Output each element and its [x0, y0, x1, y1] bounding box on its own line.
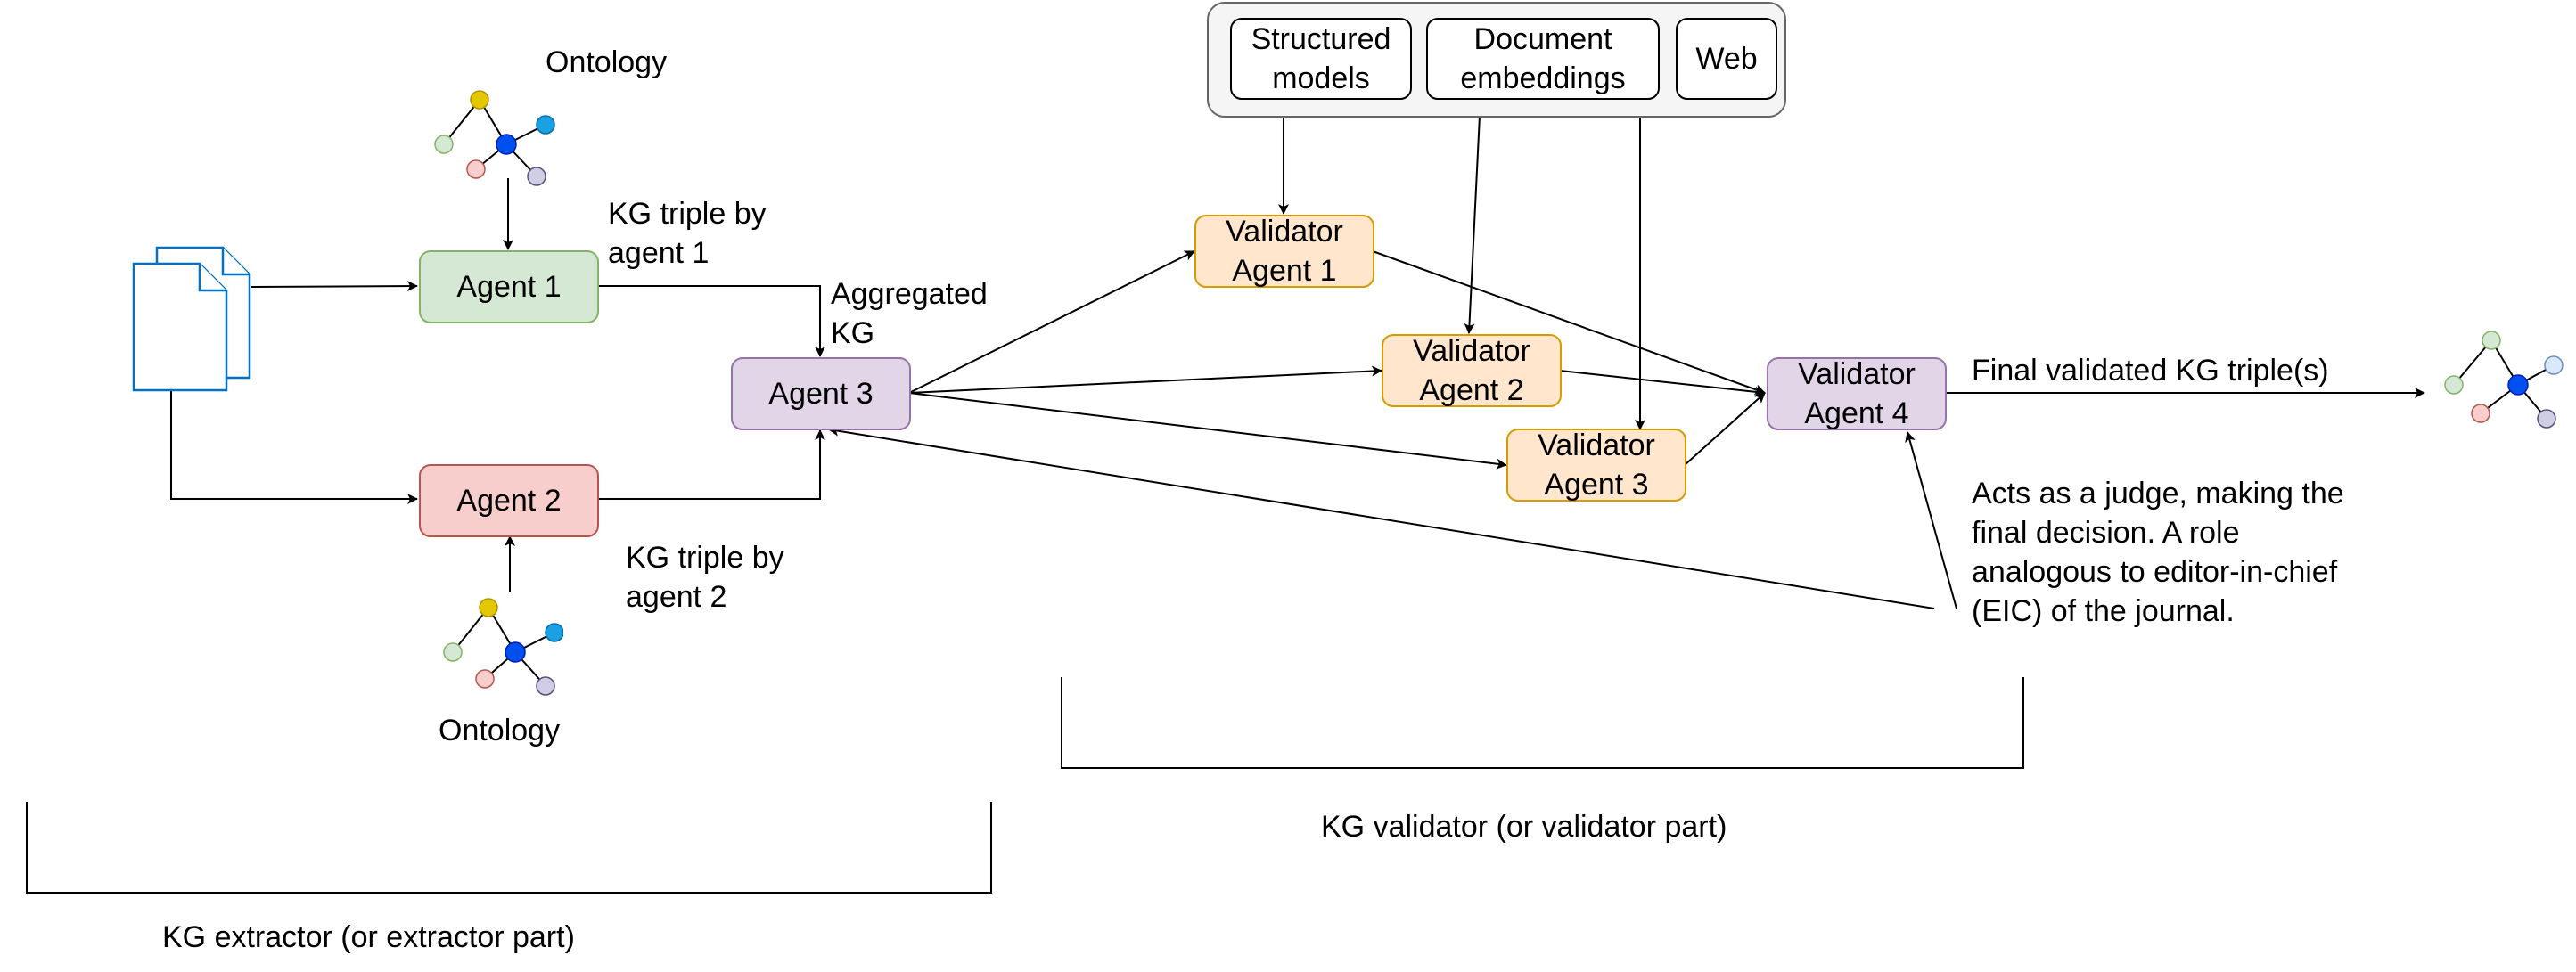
- document-stack-icon: [132, 246, 251, 392]
- triple-agent2-label: KG triple by agent 2: [626, 541, 784, 614]
- extractor-bracket: [26, 802, 992, 894]
- agent-2-box: Agent 2: [419, 464, 599, 537]
- final-output-label: Final validated KG triple(s): [1972, 354, 2329, 388]
- agent-label: Agent 3: [768, 377, 874, 411]
- extractor-section-label: KG extractor (or extractor part): [162, 920, 575, 954]
- arrow-agent1-to-agent3: [598, 285, 825, 357]
- agent-label: Agent 1: [456, 270, 562, 304]
- arrow-validator2-to-validator4: [1559, 370, 1766, 397]
- agent-label: Validator Agent 2: [1413, 334, 1530, 407]
- validator-section-label: KG validator (or validator part): [1321, 810, 1727, 844]
- arrow-validator3-to-validator4: [1684, 392, 1766, 466]
- validator-bracket: [1061, 677, 2024, 769]
- arrow-docs-to-agent2: [170, 390, 418, 504]
- agent-label: Validator Agent 3: [1538, 429, 1655, 502]
- source-label: Structured models: [1251, 22, 1391, 95]
- ontology-graph-icon: [443, 598, 563, 696]
- ontology-label-bottom: Ontology: [439, 714, 561, 747]
- source-document-embeddings: Document embeddings: [1426, 18, 1660, 100]
- arrow-note-to-validator4: [1905, 431, 1957, 609]
- validator-agent-1-box: Validator Agent 1: [1194, 215, 1374, 288]
- triple-agent1-label: KG triple by agent 1: [608, 197, 767, 270]
- agent-label: Validator Agent 1: [1226, 215, 1343, 288]
- ontology-label-top: Ontology: [546, 45, 668, 79]
- ontology-graph-icon: [434, 90, 555, 186]
- arrow-agent3-to-validator2: [908, 365, 1382, 394]
- source-label: Document embeddings: [1460, 22, 1626, 95]
- arrow-agent2-to-agent3: [598, 429, 825, 500]
- aggregated-kg-label: Aggregated KG: [831, 277, 988, 350]
- arrow-docs-to-agent1: [250, 281, 418, 292]
- arrow-agent3-to-validator1: [908, 250, 1195, 394]
- validator-agent-3-box: Validator Agent 3: [1506, 429, 1686, 502]
- arrow-validator1-to-validator4: [1372, 250, 1766, 395]
- arrow-note-to-agent3: [828, 425, 1935, 609]
- agent-1-box: Agent 1: [419, 250, 599, 323]
- agent-label: Validator Agent 4: [1798, 357, 1916, 430]
- arrow-embeddings-to-validator2: [1464, 115, 1481, 334]
- source-web: Web: [1676, 18, 1777, 100]
- validator-agent-4-box: Validator Agent 4: [1767, 357, 1947, 430]
- knowledge-graph-icon: [2444, 331, 2564, 429]
- source-label: Web: [1695, 42, 1758, 76]
- judge-note: Acts as a judge, making the final decisi…: [1972, 477, 2344, 628]
- source-structured-models: Structured models: [1230, 18, 1412, 100]
- validator-agent-2-box: Validator Agent 2: [1382, 334, 1562, 407]
- agent-3-box: Agent 3: [731, 357, 911, 430]
- arrow-agent3-to-validator3: [908, 392, 1507, 470]
- agent-label: Agent 2: [456, 484, 562, 518]
